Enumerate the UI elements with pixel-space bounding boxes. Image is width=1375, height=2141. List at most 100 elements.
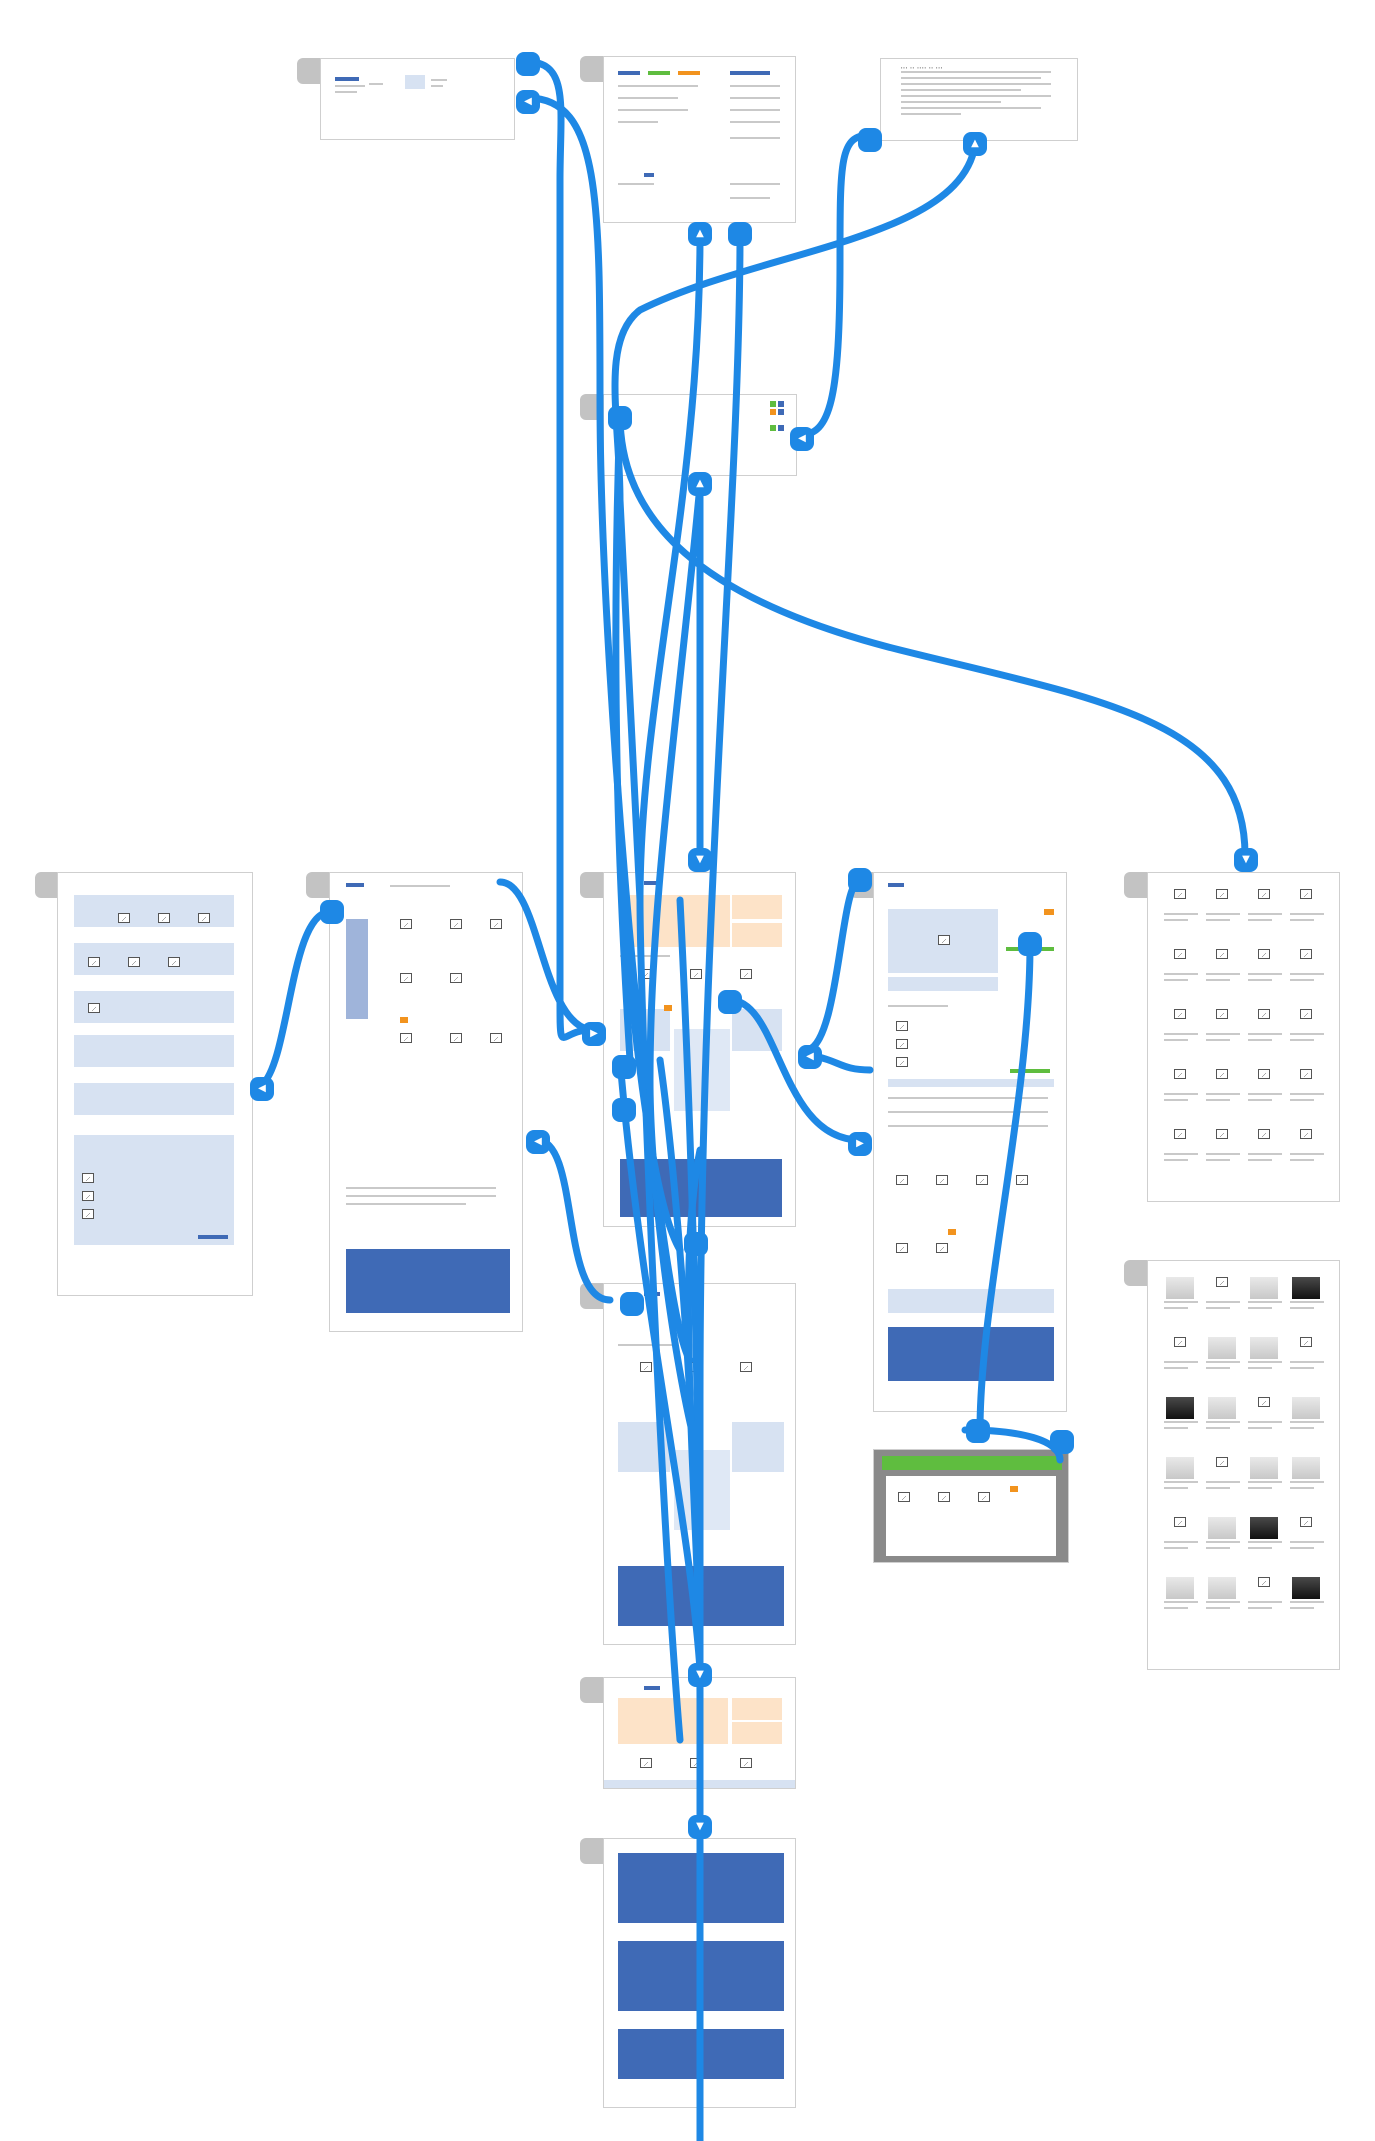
product-thumb[interactable]	[1166, 1397, 1194, 1419]
product-thumb[interactable]	[1166, 1277, 1194, 1299]
artboard-component-sheet[interactable]	[57, 872, 253, 1296]
product-thumb[interactable]	[1258, 1009, 1270, 1019]
product-thumb[interactable]	[1300, 949, 1312, 959]
product-thumb[interactable]	[1216, 1277, 1228, 1287]
artboard-price-text[interactable]: ▪▪▪ ▪▪ ▪▪▪▪ ▪▪ ▪▪▪	[880, 58, 1078, 141]
product-thumb[interactable]	[1208, 1397, 1236, 1419]
connector-endpoint-icon[interactable]	[966, 1419, 990, 1443]
product-thumb[interactable]	[1250, 1457, 1278, 1479]
connector	[258, 908, 334, 1089]
product-thumb[interactable]	[1258, 1129, 1270, 1139]
artboard-account-form[interactable]	[603, 56, 796, 223]
product-thumb[interactable]	[1250, 1277, 1278, 1299]
connector-endpoint-icon[interactable]	[516, 52, 540, 76]
product-thumb[interactable]	[1300, 1069, 1312, 1079]
connector-endpoint-icon[interactable]	[718, 990, 742, 1014]
connector-endpoint-icon[interactable]: ▶	[582, 1022, 606, 1046]
artboard-tab	[580, 1838, 603, 1864]
product-thumb[interactable]	[1208, 1517, 1236, 1539]
artboard-category-listing[interactable]	[329, 872, 523, 1332]
product-thumb[interactable]	[1216, 1129, 1228, 1139]
connector-endpoint-icon[interactable]	[1018, 932, 1042, 956]
product-thumb[interactable]	[1300, 1009, 1312, 1019]
connector-endpoint-icon[interactable]	[612, 1055, 636, 1079]
connector-endpoint-icon[interactable]	[728, 222, 752, 246]
artboard-homepage[interactable]	[603, 872, 796, 1227]
product-thumb[interactable]	[1292, 1277, 1320, 1299]
connector-endpoint-icon[interactable]	[848, 868, 872, 892]
product-thumb[interactable]	[1258, 1397, 1270, 1407]
connector-endpoint-icon[interactable]: ◀	[526, 1130, 550, 1154]
product-thumb[interactable]	[1292, 1457, 1320, 1479]
connector-endpoint-icon[interactable]: ◀	[798, 1045, 822, 1069]
artboard-tab	[580, 1283, 603, 1309]
artboard-dropdown-menu[interactable]	[320, 58, 515, 140]
artboard-product-grid-photos[interactable]	[1147, 1260, 1340, 1670]
product-thumb[interactable]	[1300, 889, 1312, 899]
product-thumb[interactable]	[1216, 889, 1228, 899]
connector-endpoint-icon[interactable]	[320, 900, 344, 924]
connector-endpoint-icon[interactable]	[684, 1232, 708, 1256]
product-thumb[interactable]	[1292, 1397, 1320, 1419]
product-thumb[interactable]	[1300, 1337, 1312, 1347]
product-thumb[interactable]	[1174, 889, 1186, 899]
product-thumb[interactable]	[1216, 1457, 1228, 1467]
connector-endpoint-icon[interactable]	[608, 406, 632, 430]
product-thumb[interactable]	[1258, 1577, 1270, 1587]
artboard-product-detail[interactable]	[873, 872, 1067, 1412]
product-thumb[interactable]	[1174, 1337, 1186, 1347]
product-thumb[interactable]	[1166, 1457, 1194, 1479]
product-thumb[interactable]	[1250, 1337, 1278, 1359]
product-thumb[interactable]	[1174, 949, 1186, 959]
connector-endpoint-icon[interactable]: ◀	[516, 90, 540, 114]
connector-endpoint-icon[interactable]	[612, 1098, 636, 1122]
product-thumb[interactable]	[1258, 949, 1270, 959]
connector-endpoint-icon[interactable]: ◀	[790, 427, 814, 451]
product-thumb[interactable]	[1216, 1069, 1228, 1079]
connector-endpoint-icon[interactable]: ◀	[250, 1077, 274, 1101]
connector-endpoint-icon[interactable]: ▶	[848, 1132, 872, 1156]
product-thumb[interactable]	[1174, 1129, 1186, 1139]
connector-endpoint-icon[interactable]: ▲	[688, 222, 712, 246]
connector-endpoint-icon[interactable]	[620, 1292, 644, 1316]
product-thumb[interactable]	[1216, 949, 1228, 959]
product-thumb[interactable]	[1300, 1129, 1312, 1139]
artboard-footer-variants[interactable]	[603, 1838, 796, 2108]
artboard-tab	[1124, 872, 1147, 898]
connector-endpoint-icon[interactable]: ▼	[688, 848, 712, 872]
connector	[611, 141, 979, 904]
connector-endpoint-icon[interactable]: ▼	[688, 1663, 712, 1687]
connector	[804, 876, 864, 1054]
connector-endpoint-icon[interactable]	[1050, 1430, 1074, 1454]
artboard-homepage-variant[interactable]	[603, 1283, 796, 1645]
product-thumb[interactable]	[1166, 1577, 1194, 1599]
artboard-tab	[580, 56, 603, 82]
connector-endpoint-icon[interactable]: ▲	[963, 132, 987, 156]
artboard-tab	[1124, 1260, 1147, 1286]
connector-endpoint-icon[interactable]	[858, 128, 882, 152]
artboard-product-grid[interactable]	[1147, 872, 1340, 1202]
connector-endpoint-icon[interactable]: ▼	[688, 1815, 712, 1839]
product-thumb[interactable]	[1208, 1577, 1236, 1599]
artboard-badge-strip[interactable]	[603, 394, 797, 476]
product-thumb[interactable]	[1216, 1009, 1228, 1019]
connector	[796, 131, 874, 439]
connector-endpoint-icon[interactable]: ▼	[1234, 848, 1258, 872]
artboard-tab	[580, 872, 603, 898]
product-thumb[interactable]	[1208, 1337, 1236, 1359]
product-thumb[interactable]	[1300, 1517, 1312, 1527]
product-thumb[interactable]	[1258, 1069, 1270, 1079]
product-thumb[interactable]	[1174, 1009, 1186, 1019]
artboard-compare-overlay[interactable]	[873, 1449, 1069, 1563]
product-thumb[interactable]	[1250, 1517, 1278, 1539]
artboard-tab	[297, 58, 320, 84]
product-thumb[interactable]	[1174, 1069, 1186, 1079]
artboard-header-compact[interactable]	[603, 1677, 796, 1789]
connector	[533, 1136, 614, 1304]
connector-endpoint-icon[interactable]: ▲	[688, 472, 712, 496]
artboard-tab	[580, 394, 603, 420]
product-thumb[interactable]	[1292, 1577, 1320, 1599]
product-thumb[interactable]	[1174, 1517, 1186, 1527]
product-thumb[interactable]	[1258, 889, 1270, 899]
